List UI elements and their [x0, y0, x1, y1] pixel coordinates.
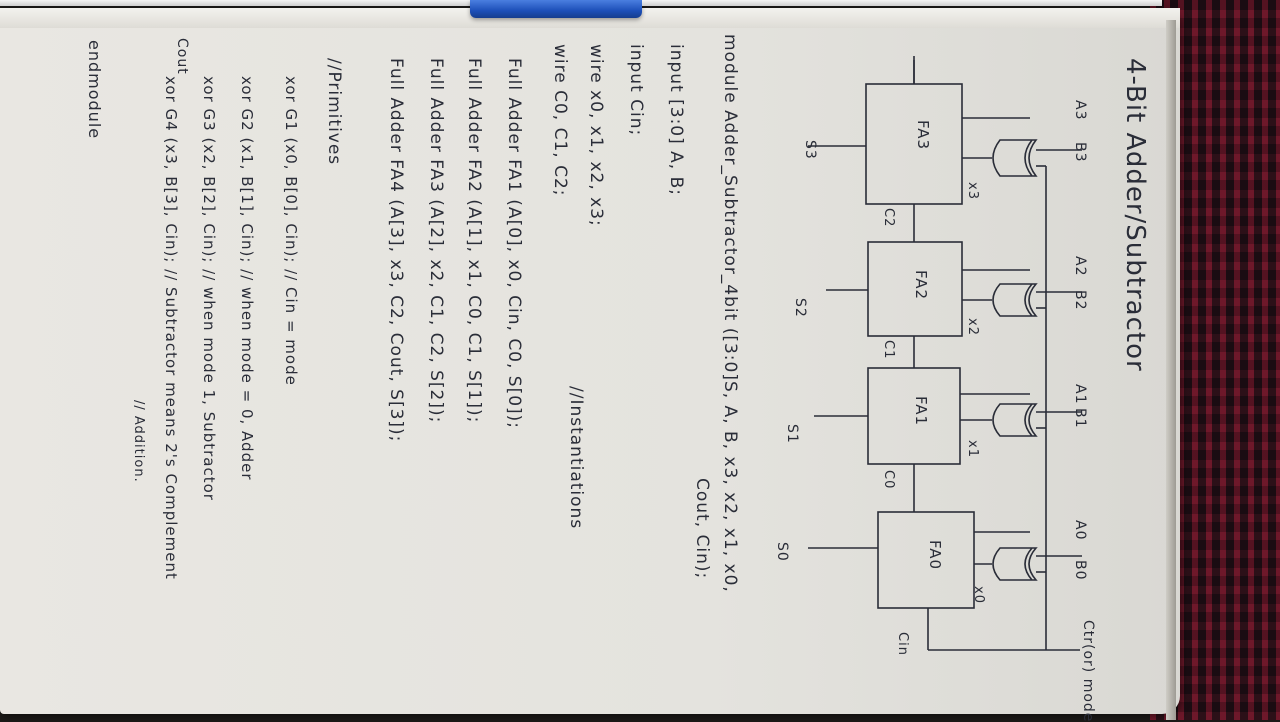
ctrl-mode-label: Ctr(or) mode — [1080, 620, 1096, 722]
s3-label: S3 — [802, 140, 818, 160]
pen-tail — [642, 0, 1162, 6]
cin-label: Cin — [895, 632, 910, 656]
xor-gate-g3 — [992, 283, 1038, 317]
c0-label: C0 — [881, 470, 896, 490]
a0-label: A0 — [1072, 520, 1088, 541]
a2-label: A2 — [1072, 256, 1088, 277]
xor-gate-g4 — [992, 139, 1038, 177]
b1-label: B1 — [1072, 408, 1088, 429]
fa2-block — [867, 241, 963, 337]
b3-label: B3 — [1072, 142, 1088, 163]
fa1-label: FA1 — [912, 396, 930, 427]
x0-label: x0 — [971, 586, 986, 604]
s2-label: S2 — [792, 298, 808, 318]
s0-label: S0 — [774, 542, 790, 562]
notebook-binding — [1166, 20, 1176, 720]
s1-label: S1 — [784, 424, 800, 444]
b2-label: B2 — [1072, 290, 1088, 311]
x2-label: x2 — [965, 318, 980, 336]
xor-gate-g2 — [992, 403, 1038, 437]
page-top-edge — [0, 8, 1180, 28]
c2-label: C2 — [881, 208, 896, 228]
notebook-page — [0, 8, 1180, 720]
pen-barrel — [0, 0, 470, 6]
a3-label: A3 — [1072, 100, 1088, 121]
x3-label: x3 — [965, 182, 980, 200]
xor-gate-g1 — [992, 547, 1038, 581]
x1-label: x1 — [965, 440, 980, 458]
cout-label: Cout — [174, 38, 190, 75]
fa3-label: FA3 — [914, 120, 932, 151]
a1-label: A1 — [1072, 384, 1088, 405]
fa0-label: FA0 — [926, 540, 944, 571]
pen-cap — [470, 0, 642, 18]
c1-label: C1 — [881, 340, 896, 360]
b0-label: B0 — [1072, 560, 1088, 581]
fa0-block — [877, 511, 975, 609]
fa2-label: FA2 — [912, 270, 930, 301]
